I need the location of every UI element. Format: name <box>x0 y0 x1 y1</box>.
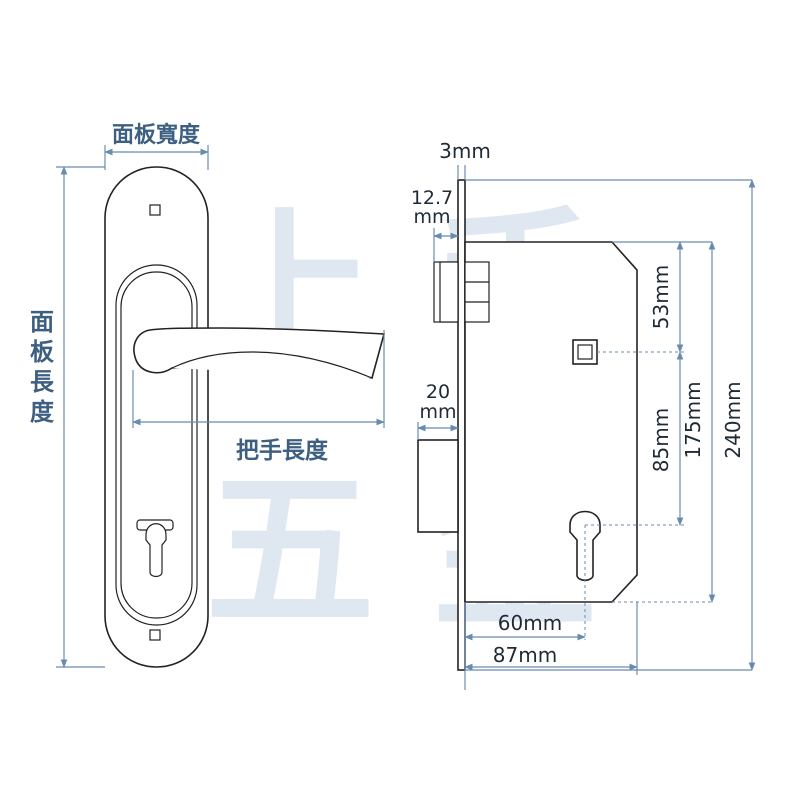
panel-length-char: 板 <box>30 338 55 366</box>
panel-length-char: 長 <box>30 368 55 396</box>
watermark-char-3: 五 <box>205 453 375 651</box>
dim-175-label: 175mm <box>681 381 705 458</box>
dim-3mm-label: 3mm <box>439 139 491 163</box>
deadbolt <box>417 439 459 533</box>
dim-20-label: 20 <box>426 381 450 403</box>
keyhole-left <box>136 519 174 578</box>
dim-85-label: 85mm <box>649 408 673 472</box>
dim-12-7-unit: mm <box>413 206 450 228</box>
dim-60-label: 60mm <box>498 611 562 635</box>
screw-hole-top <box>149 204 161 216</box>
faceplate <box>457 179 466 671</box>
dim-53-label: 53mm <box>649 265 673 329</box>
screw-hole-bottom <box>149 629 161 641</box>
panel-length-char: 面 <box>30 308 54 336</box>
dim-240-label: 240mm <box>721 381 745 458</box>
lock-body-view: 3mm 12.7 mm 20 mm 53mm 85mm 175mm 240mm <box>411 139 756 690</box>
latch-bolt <box>433 261 490 323</box>
dim-20-unit: mm <box>419 401 456 423</box>
dim-12-7-label: 12.7 <box>411 187 453 209</box>
lock-case <box>464 241 638 603</box>
handle-length-label: 把手長度 <box>236 437 329 464</box>
panel-width-label: 面板寬度 <box>112 122 201 148</box>
dim-87-label: 87mm <box>493 643 557 667</box>
lever-edge <box>171 351 373 379</box>
panel-length-char: 度 <box>30 398 55 426</box>
